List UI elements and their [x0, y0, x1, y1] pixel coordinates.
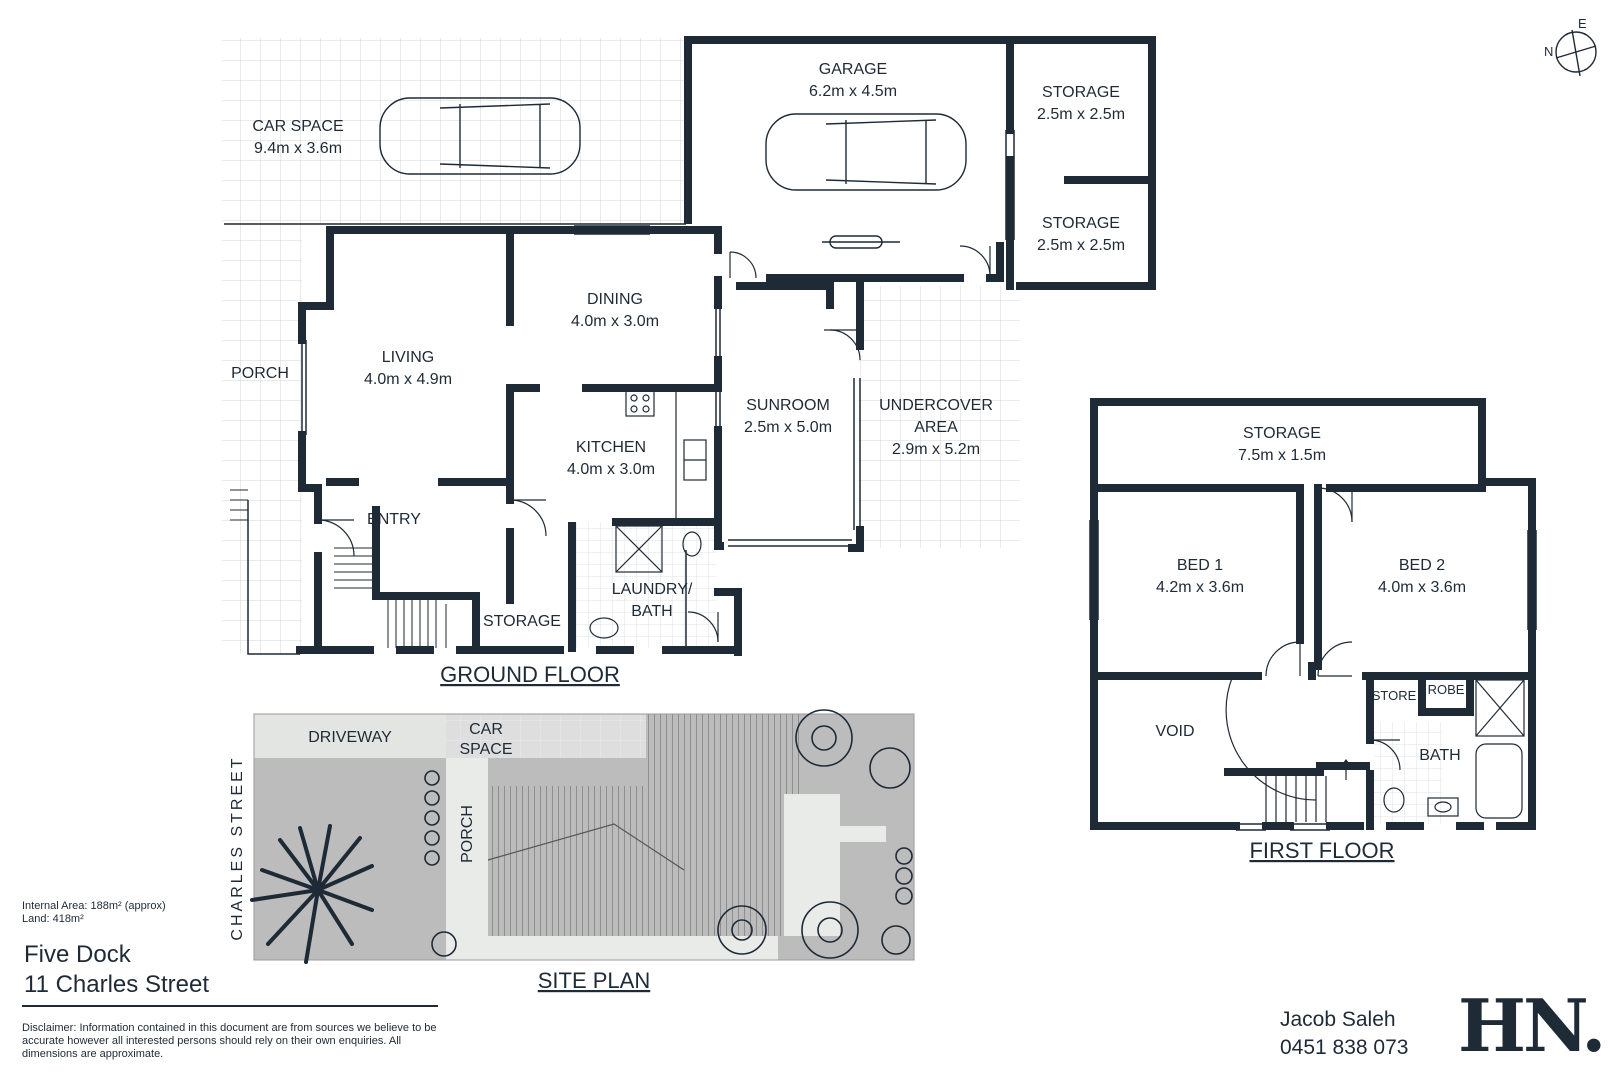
compass-east: E [1578, 16, 1587, 31]
car-space-name: CAR SPACE [252, 118, 343, 135]
undercover-dims: 2.9m x 5.2m [892, 441, 980, 458]
dining-name: DINING [587, 291, 643, 308]
first-floor-title: FIRST FLOOR [1249, 838, 1394, 863]
garage-dims: 6.2m x 4.5m [809, 83, 897, 100]
undercover-name-1: UNDERCOVER [879, 397, 993, 414]
bed2-dims: 4.0m x 3.6m [1378, 579, 1466, 596]
undercover-paving [858, 286, 1020, 548]
kitchen-name: KITCHEN [576, 439, 646, 456]
site-street-name: CHARLES STREET [229, 755, 246, 940]
site-plan-title: SITE PLAN [538, 968, 650, 993]
agent-name: Jacob Saleh [1280, 1008, 1396, 1031]
street-address: 11 Charles Street [24, 971, 209, 998]
laundry-name-2: BATH [631, 603, 672, 620]
agent-contact: Jacob Saleh 0451 838 073 [1280, 1006, 1408, 1062]
compass-icon: N E [1544, 16, 1597, 77]
kitchen-dims: 4.0m x 3.0m [567, 461, 655, 478]
site-roof-rear [684, 714, 784, 936]
store-name: STORE [1372, 688, 1417, 703]
ff-storage-name: STORAGE [1243, 425, 1321, 442]
site-plan: CHARLES STREET DRIVEWAY CAR SPACE PORCH … [229, 709, 915, 993]
bath-name: BATH [1419, 747, 1460, 764]
first-floor-plan: STORAGE 7.5m x 1.5m BED 1 4.2m x 3.6m BE… [1089, 398, 1537, 863]
storage-2-name: STORAGE [1042, 215, 1120, 232]
compass-north: N [1544, 44, 1553, 59]
void-name: VOID [1155, 723, 1194, 740]
divider [22, 1005, 438, 1007]
agency-logo: HN. [1458, 983, 1606, 1068]
living-name: LIVING [382, 349, 434, 366]
site-driveway-label: DRIVEWAY [308, 729, 392, 746]
car-space-paving [222, 38, 685, 224]
disclaimer: Disclaimer: Information contained in thi… [22, 1022, 437, 1060]
living-dims: 4.0m x 4.9m [364, 371, 452, 388]
suburb: Five Dock [24, 941, 131, 968]
bath-tiles [1374, 722, 1442, 824]
robe-name: ROBE [1428, 682, 1465, 697]
storage-2-dims: 2.5m x 2.5m [1037, 237, 1125, 254]
ground-floor-plan: CAR SPACE 9.4m x 3.6m GARAGE 6.2m x 4.5m… [222, 36, 1156, 739]
garage-name: GARAGE [819, 61, 887, 78]
internal-area: Internal Area: 188m² (approx) [22, 900, 166, 912]
dining-dims: 4.0m x 3.0m [571, 313, 659, 330]
land-area: Land: 418m² [22, 913, 84, 925]
sunroom-name: SUNROOM [746, 397, 830, 414]
laundry-name-1: LAUNDRY/ [612, 581, 693, 598]
property-address: Five Dock 11 Charles Street [24, 940, 209, 1000]
ff-storage-dims: 7.5m x 1.5m [1238, 447, 1326, 464]
driveway [254, 714, 446, 758]
bed1-name: BED 1 [1177, 557, 1223, 574]
site-roof-main [488, 786, 684, 936]
car-space-dims: 9.4m x 3.6m [254, 140, 342, 157]
storage-1-name: STORAGE [1042, 84, 1120, 101]
bed2-name: BED 2 [1399, 557, 1445, 574]
agent-phone: 0451 838 073 [1280, 1036, 1409, 1059]
storage-small-name: STORAGE [483, 613, 561, 630]
site-car-space-1: CAR [469, 721, 503, 738]
bed1-dims: 4.2m x 3.6m [1156, 579, 1244, 596]
ground-floor-title: GROUND FLOOR [440, 662, 620, 687]
entry-name: ENTRY [367, 511, 421, 528]
sunroom-dims: 2.5m x 5.0m [744, 419, 832, 436]
site-porch-label: PORCH [459, 805, 476, 863]
storage-1-dims: 2.5m x 2.5m [1037, 106, 1125, 123]
site-porch [446, 758, 488, 960]
undercover-name-2: AREA [914, 419, 958, 436]
site-car-space-2: SPACE [459, 741, 512, 758]
porch-paving [222, 224, 302, 654]
porch-name: PORCH [231, 365, 289, 382]
